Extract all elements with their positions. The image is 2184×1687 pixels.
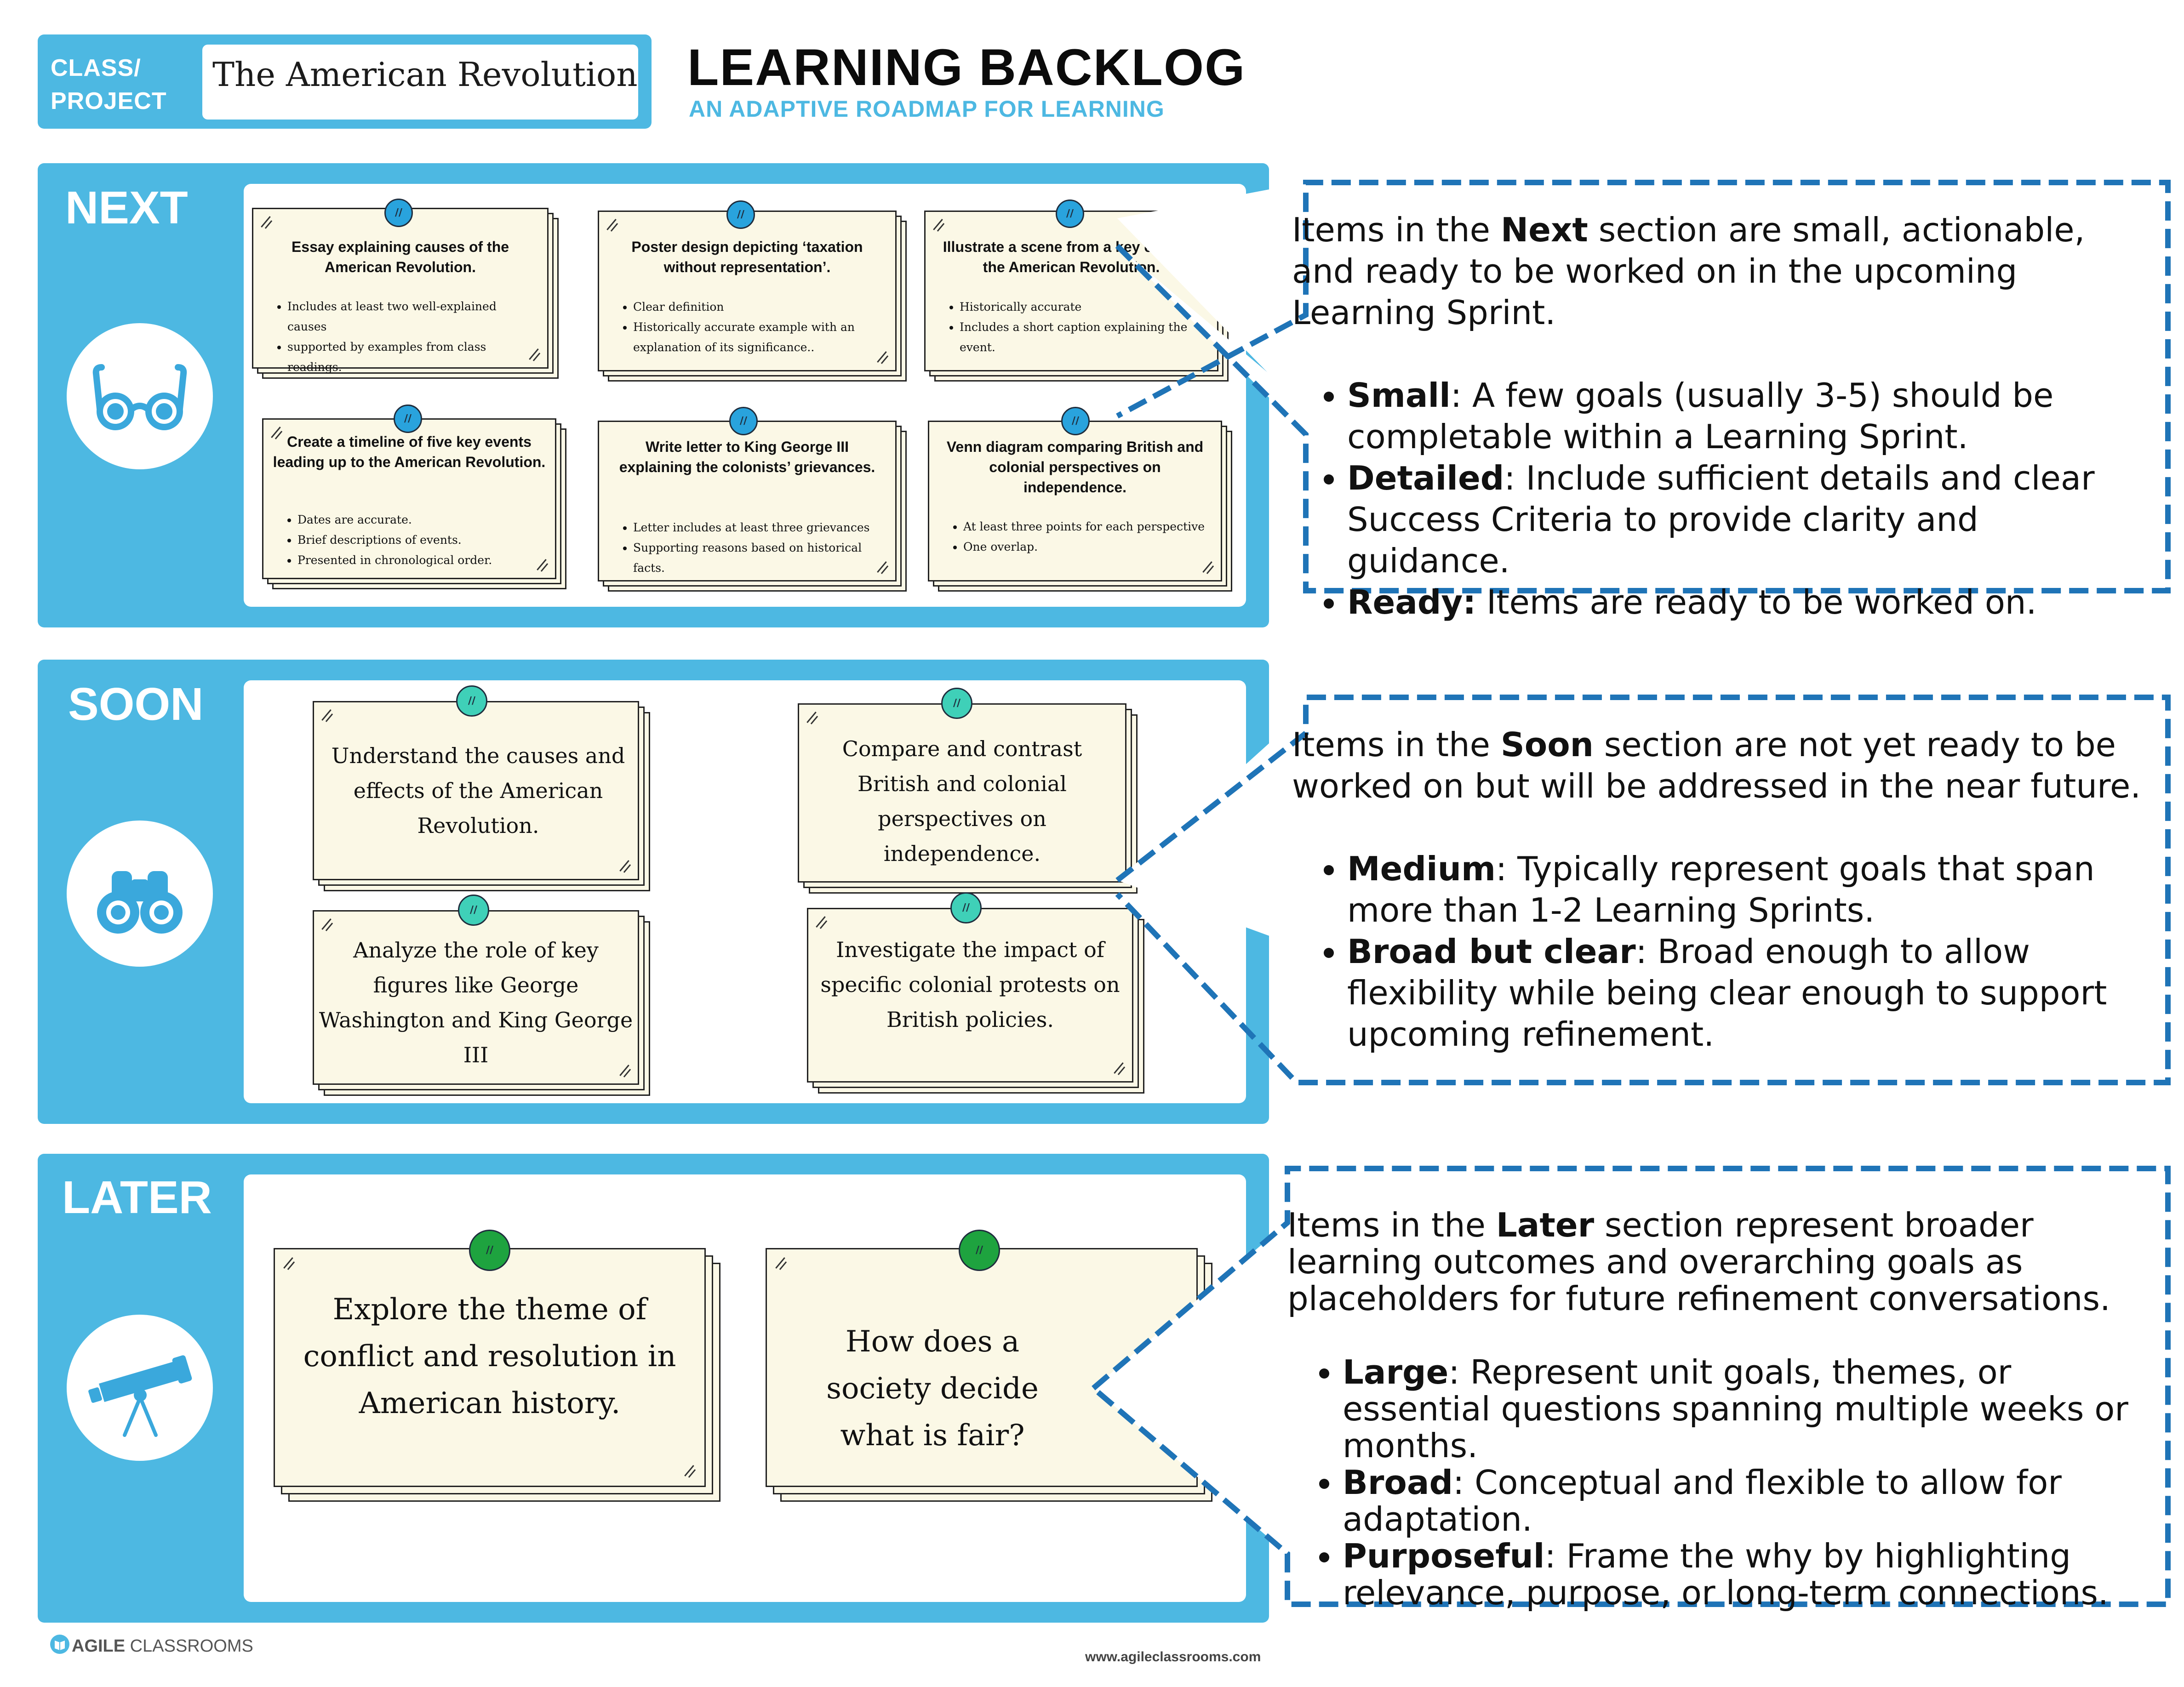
soon-criterion-broad-but-clear: Broad but clear: Broad enough to allow f… (1347, 931, 2147, 1055)
soon-description-callout: Items in the Soon section are not yet re… (1113, 692, 2175, 1092)
soon-note-1[interactable]: Understand the causes and effects of the… (313, 685, 653, 894)
next-note-6-criteria: At least three points for each perspecti… (952, 517, 1212, 557)
next-note-5[interactable]: Write letter to King George III explaini… (598, 407, 908, 593)
later-section-title: LATER (62, 1172, 212, 1223)
next-note-2-criteria: Clear definition Historically accurate e… (622, 297, 887, 358)
next-description: Items in the Next section are small, act… (1292, 209, 2147, 623)
pin-icon (729, 407, 758, 435)
footer-url-link[interactable]: www.agileclassrooms.com (1085, 1649, 1261, 1664)
pin-icon (1056, 199, 1084, 228)
next-note-5-title: Write letter to King George III explaini… (619, 439, 875, 475)
soon-note-1-text: Understand the causes and effects of the… (331, 743, 625, 838)
agile-classrooms-logo-icon (50, 1634, 70, 1654)
next-note-4-title: Create a timeline of five key events lea… (273, 433, 546, 470)
soon-description: Items in the Soon section are not yet re… (1292, 724, 2147, 1055)
next-note-5-criteria: Letter includes at least three grievance… (622, 518, 887, 578)
pin-icon (456, 685, 487, 717)
next-note-3-criteria: Historically accurate Includes a short c… (949, 297, 1209, 358)
pin-icon (469, 1230, 510, 1271)
soon-criterion-medium: Medium: Typically represent goals that s… (1347, 848, 2147, 931)
later-criterion-purposeful: Purposeful: Frame the why by highlightin… (1343, 1538, 2152, 1611)
later-criterion-large: Large: Represent unit goals, themes, or … (1343, 1354, 2152, 1464)
next-description-callout: Items in the Next section are small, act… (1113, 177, 2175, 621)
soon-note-4-text: Investigate the impact of specific colon… (820, 937, 1120, 1032)
next-note-1-title: Essay explaining causes of the American … (291, 239, 509, 275)
class-project-label: CLASS/ PROJECT (51, 55, 167, 114)
telescope-icon (67, 1315, 213, 1461)
soon-note-3[interactable]: Analyze the role of key figures like Geo… (313, 895, 653, 1099)
soon-note-4[interactable]: Investigate the impact of specific colon… (807, 892, 1147, 1096)
next-section-title: NEXT (65, 182, 188, 234)
next-criterion-detailed: Detailed: Include sufficient details and… (1347, 457, 2147, 581)
next-note-1[interactable]: Essay explaining causes of the American … (252, 199, 560, 380)
next-note-1-criteria: Includes at least two well-explained cau… (276, 296, 539, 377)
later-description-callout: Items in the Later section represent bro… (1085, 1163, 2175, 1613)
pin-icon (726, 200, 755, 229)
binoculars-icon (67, 821, 213, 967)
later-note-1-text: Explore the theme of conflict and resolu… (303, 1293, 676, 1420)
glasses-icon (67, 323, 213, 469)
next-note-6-title: Venn diagram comparing British and colon… (946, 439, 1204, 496)
pin-icon (1061, 407, 1090, 435)
next-criterion-ready: Ready: Items are ready to be worked on. (1347, 581, 2147, 623)
later-description: Items in the Later section represent bro… (1287, 1207, 2152, 1611)
later-note-2-text: How does a society decide what is fair? (826, 1325, 1039, 1453)
soon-note-3-text: Analyze the role of key figures like Geo… (319, 938, 633, 1067)
next-note-2[interactable]: Poster design depicting ‘taxation withou… (598, 200, 908, 383)
pin-icon (950, 892, 982, 923)
pin-icon (394, 405, 422, 433)
soon-description-intro: Items in the Soon section are not yet re… (1292, 725, 2141, 805)
later-description-intro: Items in the Later section represent bro… (1287, 1206, 2110, 1318)
page-title: LEARNING BACKLOG (687, 39, 1246, 96)
pin-icon (959, 1230, 1000, 1271)
soon-section-title: SOON (68, 678, 204, 730)
class-project-field[interactable] (202, 45, 638, 120)
page-subtitle: AN ADAPTIVE ROADMAP FOR LEARNING (689, 96, 1165, 122)
next-note-4[interactable]: Create a timeline of five key events lea… (262, 405, 568, 591)
later-criterion-broad: Broad: Conceptual and flexible to allow … (1343, 1464, 2152, 1538)
pin-icon (384, 199, 413, 227)
soon-note-2[interactable]: Compare and contrast British and colonia… (798, 688, 1140, 896)
agile-classrooms-logo[interactable]: AGILE CLASSROOMS (72, 1636, 253, 1656)
next-criterion-small: Small: A few goals (usually 3-5) should … (1347, 375, 2147, 457)
next-description-intro: Items in the Next section are small, act… (1292, 211, 2085, 332)
next-note-4-criteria: Dates are accurate. Brief descriptions o… (286, 510, 547, 570)
class-project-value[interactable]: The American Revolution (212, 55, 638, 94)
soon-note-2-text: Compare and contrast British and colonia… (842, 736, 1082, 866)
next-note-6[interactable]: Venn diagram comparing British and colon… (928, 407, 1234, 593)
pin-icon (458, 895, 489, 926)
next-note-2-title: Poster design depicting ‘taxation withou… (631, 239, 863, 275)
later-note-1[interactable]: Explore the theme of conflict and resolu… (274, 1230, 722, 1503)
pin-icon (941, 688, 972, 719)
